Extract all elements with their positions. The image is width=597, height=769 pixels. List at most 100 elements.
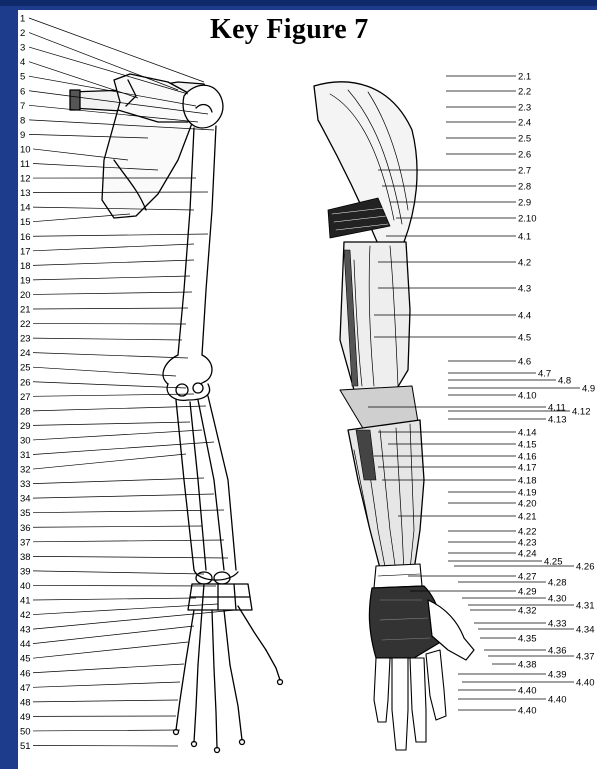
right-label: 2.7: [518, 166, 531, 177]
left-label: 10: [20, 144, 31, 155]
left-label: 23: [20, 334, 31, 345]
right-label: 4.1: [518, 232, 531, 243]
left-label: 41: [20, 596, 31, 607]
left-leader-line: [29, 47, 188, 94]
right-label: 4.18: [518, 476, 537, 487]
left-label: 47: [20, 683, 31, 694]
left-label: 33: [20, 479, 31, 490]
slide-top-bar: [0, 0, 597, 6]
right-label: 4.30: [548, 594, 567, 605]
right-label: 4.35: [518, 634, 537, 645]
right-label: 2.9: [518, 198, 531, 209]
left-label: 50: [20, 726, 31, 737]
left-label: 24: [20, 348, 31, 359]
left-label: 22: [20, 319, 31, 330]
right-label: 4.16: [518, 452, 537, 463]
left-label: 25: [20, 363, 31, 374]
right-label: 4.6: [518, 357, 531, 368]
right-label: 4.40: [518, 686, 537, 697]
left-leader-line: [33, 682, 180, 687]
left-leader-line: [33, 276, 190, 280]
left-leader-line: [33, 700, 178, 702]
left-leader-line: [33, 510, 224, 513]
left-label: 27: [20, 392, 31, 403]
left-leader-line: [33, 234, 208, 236]
right-label: 4.27: [518, 572, 537, 583]
left-leader-line: [33, 244, 194, 251]
left-label: 17: [20, 246, 31, 257]
left-label: 29: [20, 421, 31, 432]
left-leader-line: [33, 192, 208, 193]
left-label: 28: [20, 406, 31, 417]
left-label: 40: [20, 581, 31, 592]
right-label: 4.40: [576, 678, 595, 689]
left-label: 39: [20, 566, 31, 577]
right-label: 4.8: [558, 376, 571, 387]
right-label: 2.5: [518, 134, 531, 145]
right-label: 4.15: [518, 440, 537, 451]
right-label: 2.8: [518, 182, 531, 193]
left-label: 13: [20, 188, 31, 199]
left-label: 21: [20, 305, 31, 316]
left-leader-line: [33, 422, 190, 425]
right-label: 2.3: [518, 103, 531, 114]
right-label: 4.2: [518, 258, 531, 269]
right-label: 4.3: [518, 284, 531, 295]
right-label: 4.11: [548, 403, 566, 414]
left-leader-line: [33, 382, 186, 388]
left-leader-line: [33, 430, 202, 440]
left-label: 34: [20, 494, 31, 505]
right-label: 4.29: [518, 587, 537, 598]
left-leader-line: [29, 33, 178, 90]
left-leader-line: [33, 642, 188, 658]
left-leader-line: [33, 664, 184, 673]
right-label: 4.37: [576, 652, 595, 663]
right-label: 2.4: [518, 118, 531, 129]
left-leader-line: [29, 18, 204, 82]
left-label: 36: [20, 523, 31, 534]
left-leader-line: [33, 260, 194, 265]
left-label: 32: [20, 465, 31, 476]
left-leader-line: [33, 454, 186, 469]
left-leader-line: [33, 338, 182, 340]
left-label: 15: [20, 217, 31, 228]
right-label: 4.22: [518, 527, 537, 538]
left-label: 49: [20, 712, 31, 723]
left-label: 38: [20, 552, 31, 563]
right-label: 4.9: [582, 384, 595, 395]
left-label: 20: [20, 290, 31, 301]
right-label: 2.10: [518, 214, 537, 225]
left-leader-line: [33, 308, 188, 309]
right-label: 4.39: [548, 670, 567, 681]
left-label: 30: [20, 435, 31, 446]
left-leader-line: [33, 292, 192, 294]
right-label: 4.24: [518, 549, 537, 560]
right-label: 4.40: [518, 706, 537, 717]
left-label: 8: [20, 115, 25, 126]
left-leader-line: [33, 494, 214, 498]
left-label: 46: [20, 668, 31, 679]
left-leader-line: [33, 556, 228, 558]
left-leader-line: [33, 571, 204, 574]
right-label: 4.19: [518, 488, 537, 499]
right-label: 4.17: [518, 463, 537, 474]
right-label: 4.12: [572, 407, 591, 418]
right-label: 4.5: [518, 333, 531, 344]
left-leader-line: [33, 353, 188, 358]
left-label: 44: [20, 639, 31, 650]
left-label: 16: [20, 232, 31, 243]
left-leader-line: [33, 442, 214, 455]
right-label: 4.31: [576, 601, 595, 612]
left-label: 31: [20, 450, 31, 461]
right-label: 4.7: [538, 369, 551, 380]
left-leader-line: [33, 526, 202, 527]
right-label: 4.26: [576, 562, 595, 573]
left-label: 35: [20, 508, 31, 519]
right-label: 4.38: [518, 660, 537, 671]
left-label: 5: [20, 72, 25, 83]
left-leader-line: [33, 730, 180, 731]
left-label: 51: [20, 741, 31, 752]
left-label: 3: [20, 43, 25, 54]
arm-muscle-drawing: [314, 82, 474, 750]
